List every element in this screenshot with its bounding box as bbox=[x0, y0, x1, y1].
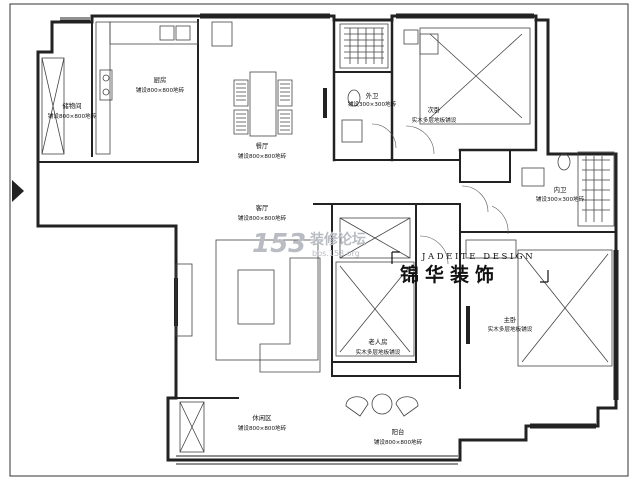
elder-room-name: 老人房 bbox=[368, 337, 387, 346]
ensuite-bath-floor: 铺设300×300地砖 bbox=[536, 195, 585, 203]
watermark-main: 153 bbox=[252, 229, 306, 259]
watermark-url: bbs.153.org bbox=[312, 249, 360, 258]
master-bedroom-name: 主卧 bbox=[504, 315, 517, 324]
public-bath-name: 外卫 bbox=[366, 91, 379, 100]
brand-english: JADEITE DESIGN bbox=[421, 252, 535, 262]
ensuite-bath-name: 内卫 bbox=[554, 185, 567, 194]
public-bath-floor: 铺设300×300地砖 bbox=[348, 100, 397, 108]
brand-chinese: 锦华装饰 bbox=[400, 263, 500, 286]
second-bedroom-name: 次卧 bbox=[428, 105, 441, 114]
storage-name: 储物间 bbox=[62, 101, 81, 110]
entry-arrow-icon bbox=[12, 180, 24, 202]
balcony-name: 阳台 bbox=[392, 427, 405, 436]
dining-name: 餐厅 bbox=[256, 141, 269, 150]
elder-room-floor: 实木多层地板铺设 bbox=[356, 348, 401, 356]
living-floor: 铺设800×800地砖 bbox=[238, 214, 287, 222]
leisure-floor: 铺设800×800地砖 bbox=[238, 424, 287, 432]
doors bbox=[371, 123, 509, 265]
drawing-frame bbox=[9, 3, 629, 477]
forum-watermark: 153 装修论坛 bbs.153.org bbox=[252, 229, 366, 259]
watermark-sub: 装修论坛 bbox=[309, 231, 366, 248]
master-bedroom-floor: 实木多层地板铺设 bbox=[488, 325, 533, 333]
storage-floor: 铺设800×800地砖 bbox=[48, 112, 97, 120]
kitchen-floor: 铺设800×800地砖 bbox=[136, 86, 185, 94]
dining-floor: 铺设800×800地砖 bbox=[238, 152, 287, 160]
living-name: 客厅 bbox=[256, 203, 269, 212]
leisure-name: 休闲区 bbox=[252, 413, 272, 422]
balcony-floor: 铺设800×800地砖 bbox=[374, 438, 423, 446]
second-bedroom-floor: 实木多层地板铺设 bbox=[412, 116, 457, 124]
brand-logo: JADEITE DESIGN 锦华装饰 bbox=[391, 251, 549, 286]
kitchen-name: 厨房 bbox=[154, 75, 167, 84]
furniture bbox=[41, 21, 615, 453]
walls bbox=[36, 14, 618, 462]
